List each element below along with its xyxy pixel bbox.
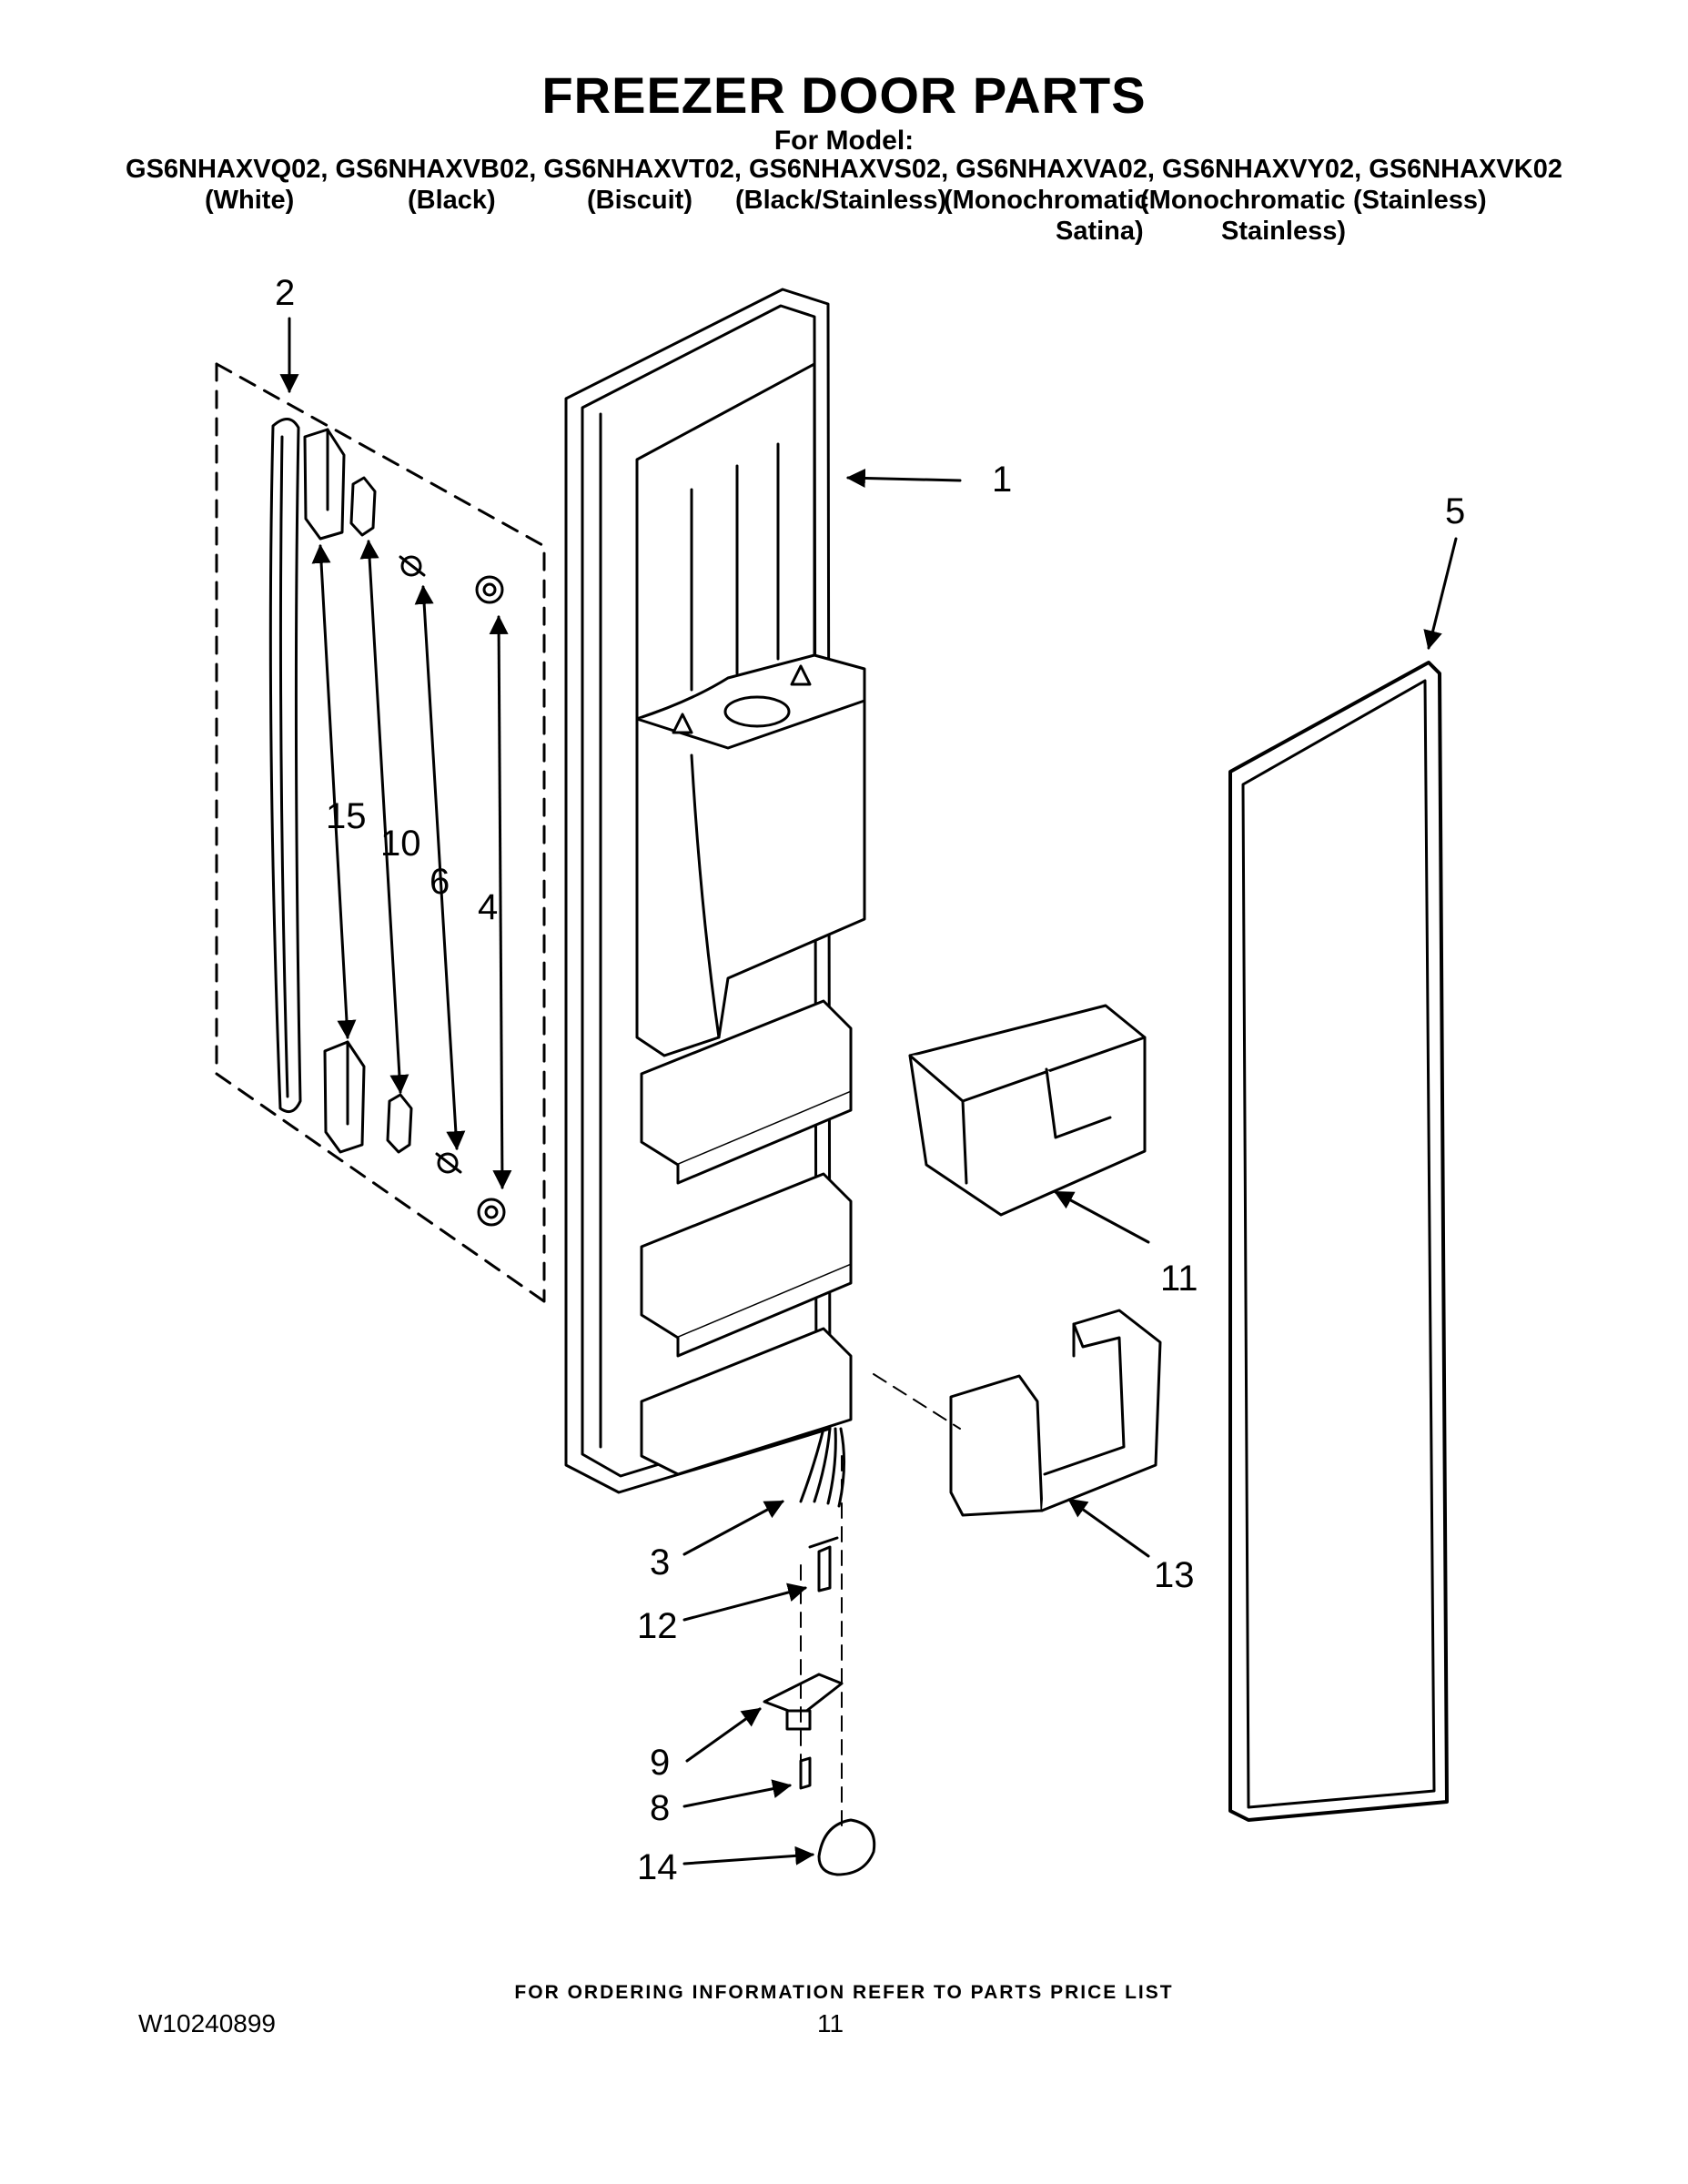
variant-label: (Stainless) [1353, 186, 1487, 215]
callout-8: 8 [650, 1788, 670, 1828]
model-numbers: GS6NHAXVQ02, GS6NHAXVB02, GS6NHAXVT02, G… [126, 155, 1562, 184]
freezer-door-liner [564, 288, 866, 1494]
ordering-note: FOR ORDERING INFORMATION REFER TO PARTS … [514, 1982, 1174, 2003]
variant-label: (Biscuit) [587, 186, 692, 215]
callout-3: 3 [650, 1542, 670, 1582]
leader-8 [682, 1779, 793, 1808]
wiring-harness [799, 1427, 846, 1508]
callout-1: 1 [992, 460, 1012, 500]
callout-11: 11 [1160, 1259, 1198, 1299]
variant-label: (White) [205, 186, 295, 215]
lower-handle-mount [323, 1040, 506, 1227]
variant-label: (Monochromatic [1140, 186, 1346, 215]
page-title: FREEZER DOOR PARTS [541, 66, 1147, 124]
door-bin [908, 1004, 1147, 1217]
handle-assembly-box [215, 362, 546, 1303]
alignment-lines [800, 1373, 961, 1830]
door-handle [268, 418, 302, 1114]
variant-label: (Black/Stainless) [735, 186, 947, 215]
variant-label: (Monochromatic [944, 186, 1149, 215]
callout-15: 15 [326, 796, 367, 836]
callout-12: 12 [637, 1606, 678, 1646]
door-hinge-parts [763, 1536, 876, 1876]
leader-11 [1054, 1190, 1150, 1244]
leader-3 [682, 1500, 784, 1556]
page-number: 11 [817, 2009, 844, 2037]
door-gasket [1228, 661, 1449, 1822]
callout-9: 9 [650, 1743, 670, 1783]
leader-13 [1067, 1498, 1150, 1558]
callout-10: 10 [380, 824, 421, 864]
callout-14: 14 [637, 1847, 678, 1887]
callout-4: 4 [478, 887, 498, 927]
lower-bin [949, 1309, 1162, 1517]
callout-13: 13 [1154, 1555, 1195, 1595]
leader-5 [1423, 537, 1458, 651]
leader-12 [682, 1582, 808, 1622]
callout-6: 6 [430, 862, 450, 902]
variant-label-line2: Stainless) [1221, 217, 1346, 246]
upper-handle-mount [303, 428, 504, 604]
leader-1 [845, 468, 962, 488]
leader-9 [685, 1707, 762, 1763]
variant-label-line2: Satina) [1056, 217, 1144, 246]
callout-2: 2 [275, 273, 295, 313]
callout-5: 5 [1445, 491, 1465, 531]
variant-label: (Black) [408, 186, 496, 215]
document-number: W10240899 [138, 2009, 277, 2037]
for-model-label: For Model: [773, 126, 915, 156]
leader-14 [682, 1845, 815, 1866]
